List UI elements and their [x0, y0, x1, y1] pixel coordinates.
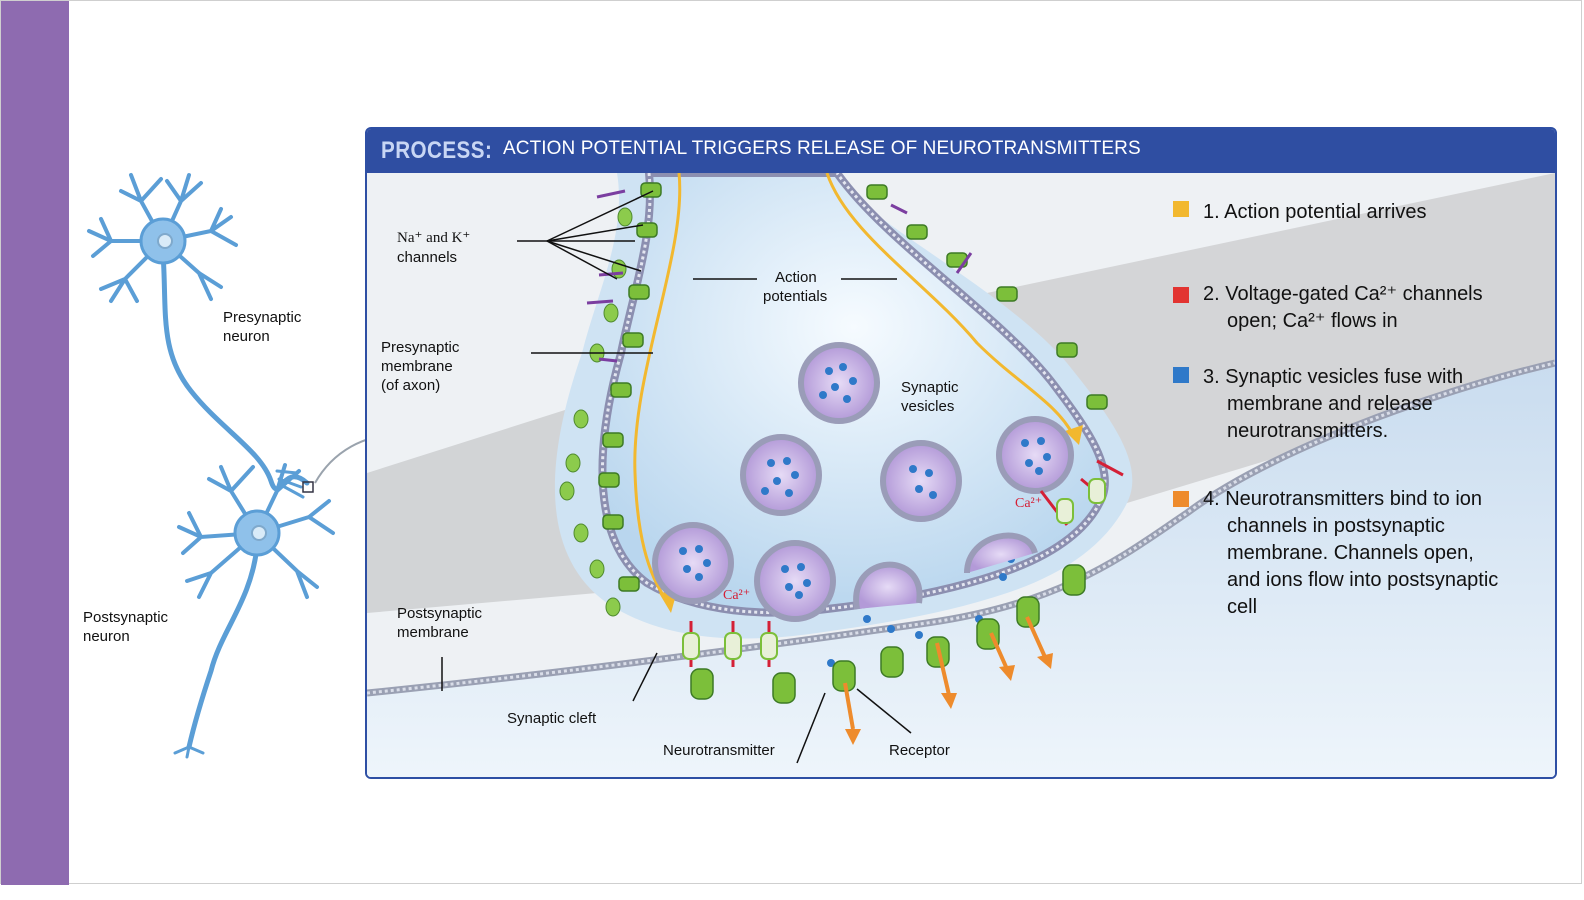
process-tag: PROCESS:: [381, 137, 493, 164]
synaptic-vesicles-label-1: Synaptic: [901, 379, 959, 396]
postsynaptic-membrane-label-2: membrane: [397, 624, 469, 641]
neurotransmitter-label: Neurotransmitter: [663, 742, 775, 759]
process-panel: PROCESS: ACTION POTENTIAL TRIGGERS RELEA…: [365, 127, 1557, 779]
step-4-line-1: 4. Neurotransmitters bind to ion: [1203, 488, 1483, 510]
step-4-line-2: channels in postsynaptic: [1227, 515, 1445, 537]
step-3-line-3: neurotransmitters.: [1227, 420, 1389, 442]
step-3-line-2: membrane and release: [1227, 393, 1433, 415]
postsynaptic-neuron-label: Postsynaptic neuron: [83, 608, 168, 646]
potentials-label: potentials: [763, 288, 828, 305]
step-2-text: 2. Voltage-gated Ca²⁺ channels open; Ca²…: [1203, 281, 1483, 335]
presynaptic-membrane-label-1: Presynaptic: [381, 339, 460, 356]
step-3-marker: [1173, 367, 1189, 383]
neuron-overview-illustration: [87, 173, 371, 759]
step-1-text: 1. Action potential arrives: [1203, 199, 1426, 226]
synaptic-vesicles-label-2: vesicles: [901, 398, 955, 415]
postsynaptic-neuron-label-line1: Postsynaptic: [83, 609, 169, 626]
step-4-line-4: and ions flow into postsynaptic: [1227, 569, 1499, 591]
presynaptic-membrane-label-2: membrane: [381, 358, 453, 375]
process-title: ACTION POTENTIAL TRIGGERS RELEASE OF NEU…: [503, 138, 1141, 159]
step-2-line-1: 2. Voltage-gated Ca²⁺ channels: [1203, 283, 1483, 305]
postsynaptic-neuron-label-line2: neuron: [83, 628, 130, 645]
na-k-label: Na⁺ and K⁺: [397, 230, 471, 246]
vesicle-group: [652, 342, 1074, 622]
step-4-line-3: membrane. Channels open,: [1227, 542, 1474, 564]
step-3-text: 3. Synaptic vesicles fuse with membrane …: [1203, 364, 1463, 445]
postsynaptic-membrane-label-1: Postsynaptic: [397, 605, 483, 622]
panel-header: PROCESS: ACTION POTENTIAL TRIGGERS RELEA…: [367, 129, 1555, 173]
slide-accent-bar: [1, 1, 69, 885]
presynaptic-membrane-label-3: (of axon): [381, 377, 441, 394]
receptor-label: Receptor: [889, 742, 950, 759]
synapse-illustration: [367, 173, 1555, 777]
step-4-marker: [1173, 491, 1189, 507]
step-2-line-2: open; Ca²⁺ flows in: [1227, 310, 1398, 332]
step-4-line-5: cell: [1227, 596, 1258, 618]
step-2-marker: [1173, 287, 1189, 303]
calcium-label-2: Ca²⁺: [1015, 496, 1043, 511]
step-3-line-1: 3. Synaptic vesicles fuse with: [1203, 366, 1464, 388]
action-label: Action: [775, 269, 817, 286]
calcium-label-1: Ca²⁺: [723, 588, 751, 603]
presynaptic-neuron-label-line2: neuron: [223, 328, 270, 345]
step-4-text: 4. Neurotransmitters bind to ion channel…: [1203, 486, 1498, 621]
channels-label: channels: [397, 249, 458, 266]
step-1-line-1: 1. Action potential arrives: [1203, 201, 1427, 223]
presynaptic-neuron-label-line1: Presynaptic: [223, 309, 302, 326]
synaptic-cleft-label: Synaptic cleft: [507, 710, 597, 727]
presynaptic-neuron-label: Presynaptic neuron: [223, 308, 301, 346]
step-1-marker: [1173, 201, 1189, 217]
